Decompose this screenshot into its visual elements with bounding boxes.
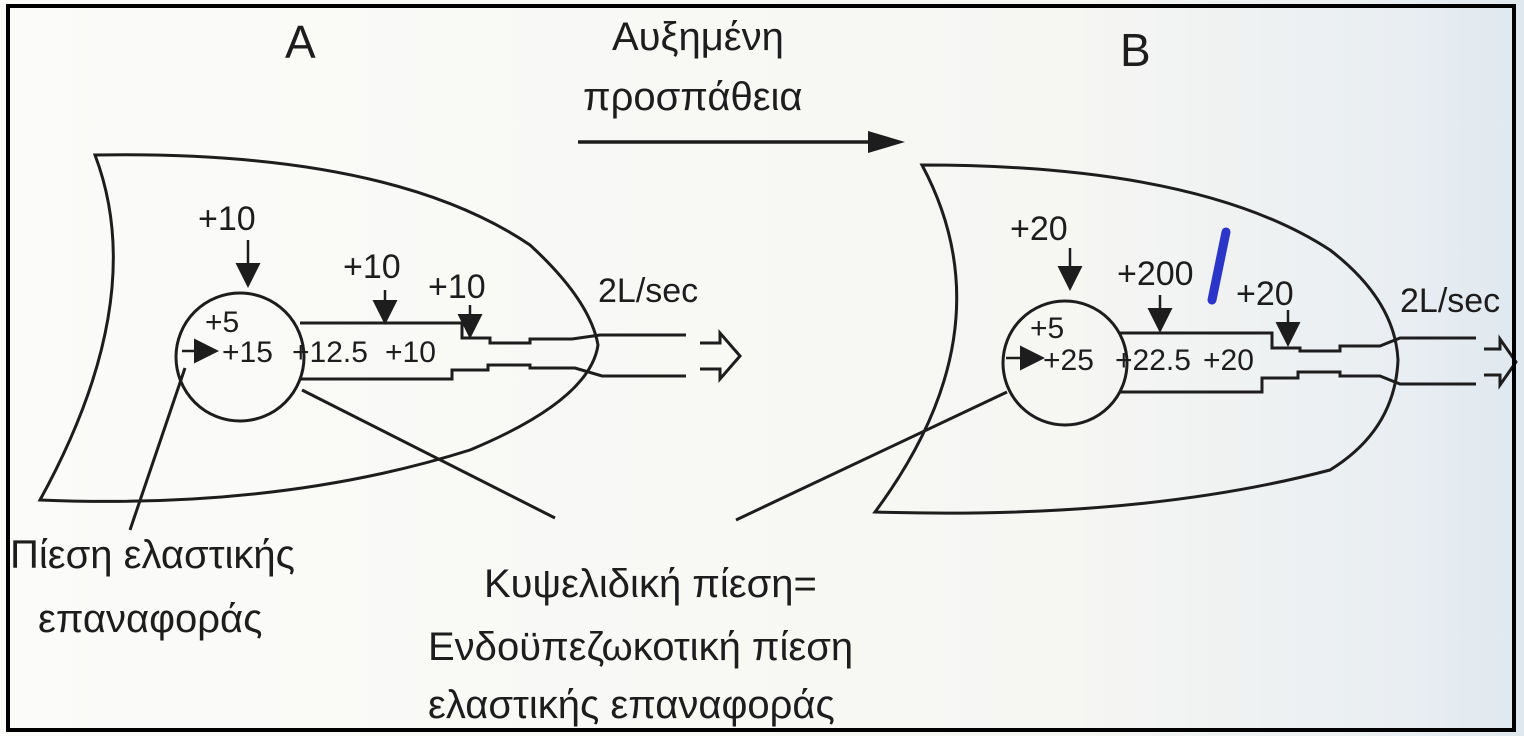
caption-center-line2: Ενδοϋπεζωκοτική πίεση xyxy=(428,625,853,669)
panel-b-flow-arrow xyxy=(1484,334,1518,390)
pointer-elastic-a xyxy=(128,367,187,531)
caption-center-line1: Κυψελιδική πίεση= xyxy=(484,562,817,606)
panel-b-elastic-pressure: +5 xyxy=(1030,312,1064,345)
panel-b-pleural-pressure: +20 xyxy=(1010,210,1068,248)
caption-center-line3: ελαστικής επαναφοράς xyxy=(428,683,835,727)
panel-b-airway-pressure-mid: +200 xyxy=(1117,255,1194,293)
panel-a-alveolar-pressure: +15 xyxy=(222,336,273,369)
effort-label-line2: προσπάθεια xyxy=(583,75,803,119)
panel-a-alveolus xyxy=(174,291,306,423)
panel-b-airway-pressure-2: +20 xyxy=(1203,344,1254,377)
panel-a-airway-pressure-mid: +10 xyxy=(343,248,401,286)
panel-b-alveolar-pressure: +25 xyxy=(1043,344,1094,377)
effort-arrow-head xyxy=(868,131,905,153)
captions: Πίεση ελαστικής επαναφοράς Κυψελιδική πί… xyxy=(10,533,853,727)
panel-a-airway-pressure-1: +12.5 xyxy=(292,336,368,369)
image-border xyxy=(6,4,1516,732)
panel-a-elastic-pressure: +5 xyxy=(205,306,239,339)
panel-a-thorax-outline xyxy=(37,153,600,503)
panel-b-title: B xyxy=(1120,24,1151,76)
handwritten-annotation-mark xyxy=(1207,227,1231,305)
panel-b: B 2L/sec +20 +200 +20 +5 +25 +22.5 +20 xyxy=(872,24,1518,515)
panel-b-airway xyxy=(1120,331,1476,394)
panel-b-airway-pressure-end: +20 xyxy=(1236,275,1294,313)
panel-b-flow-label: 2L/sec xyxy=(1400,282,1500,320)
pointer-alveolar-a xyxy=(301,388,556,520)
panel-a-airway-pressure-end: +10 xyxy=(428,268,486,306)
panel-b-thorax-outline xyxy=(872,163,1400,515)
effort-label-line1: Αυξημένη xyxy=(612,15,784,59)
panel-a-flow-label: 2L/sec xyxy=(598,272,698,310)
effort-arrow-group: Αυξημένη προσπάθεια xyxy=(578,15,905,153)
panel-b-airway-pressure-1: +22.5 xyxy=(1115,344,1191,377)
pointer-lines xyxy=(128,367,1008,531)
panel-a: A 2L/sec +10 +10 +10 +5 +15 +12.5 +10 xyxy=(37,16,742,503)
panel-a-title: A xyxy=(285,16,316,68)
panel-a-airway-pressure-2: +10 xyxy=(385,336,436,369)
panel-a-pleural-pressure: +10 xyxy=(198,200,256,238)
pointer-alveolar-b xyxy=(735,390,1008,522)
caption-left-line2: επαναφοράς xyxy=(38,597,262,641)
caption-left-line1: Πίεση ελαστικής xyxy=(10,533,295,577)
panel-a-flow-arrow xyxy=(700,328,742,384)
panel-b-alveolus xyxy=(1001,299,1129,427)
